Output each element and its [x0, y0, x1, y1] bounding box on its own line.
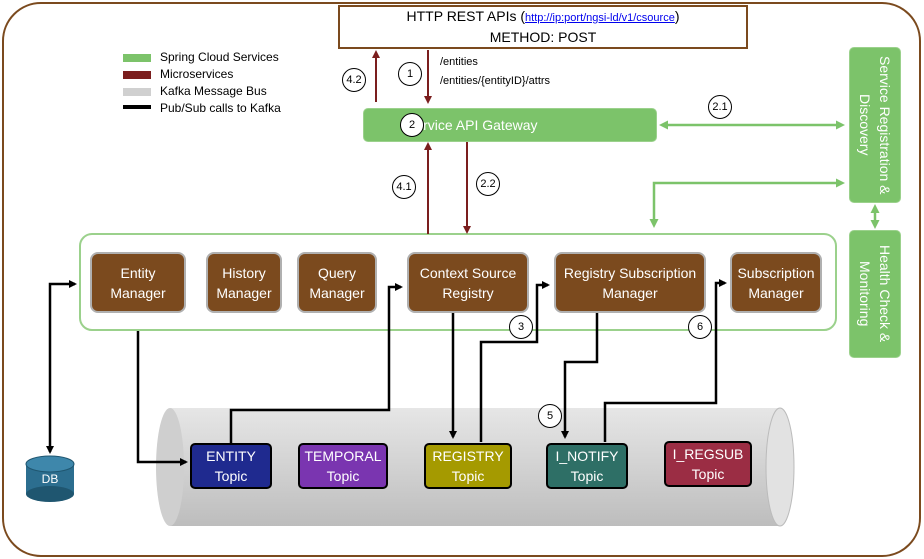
arrow-registry-sub-discovery	[649, 178, 845, 228]
entity-topic-line2: Topic	[214, 468, 248, 484]
endpoint-entity-attrs: /entities/{entityID}/attrs	[440, 75, 551, 87]
step-6: 6	[688, 315, 712, 339]
temporal-topic: TEMPORAL Topic	[298, 443, 388, 489]
registry-topic: REGISTRY Topic	[424, 443, 512, 489]
registry-subscription-manager: Registry Subscription Manager	[554, 252, 706, 313]
history-manager: History Manager	[206, 252, 282, 313]
registry-subscription-manager-line1: Registry Subscription	[563, 264, 697, 281]
service-registration-label: Service Registration & Discovery	[857, 55, 893, 195]
entity-manager-line2: Manager	[110, 284, 166, 301]
i-regsub-topic-line2: Topic	[691, 466, 725, 482]
subscription-manager-line1: Subscription	[737, 264, 815, 281]
connector-registry-topic-to-regsub	[479, 281, 550, 442]
registry-topic-line1: REGISTRY	[432, 448, 504, 464]
api-title: HTTP REST APIs	[406, 8, 517, 24]
db-cylinder	[25, 455, 75, 502]
history-manager-line1: History	[222, 264, 266, 281]
legend-label-spring: Spring Cloud Services	[160, 50, 279, 64]
connector-db-to-microservices	[46, 280, 77, 454]
step-4-2: 4.2	[342, 68, 366, 92]
step-5: 5	[538, 404, 562, 428]
db-label: DB	[41, 472, 59, 486]
registry-topic-line2: Topic	[451, 468, 485, 484]
legend-swatch-kafka	[123, 88, 151, 96]
health-check-monitoring: Health Check & Monitoring	[849, 230, 901, 358]
api-method: METHOD: POST	[489, 29, 597, 45]
subscription-manager: Subscription Manager	[730, 252, 822, 313]
legend-swatch-microservices	[123, 71, 151, 79]
http-rest-apis-box: HTTP REST APIs (http://ip:port/ngsi-ld/v…	[338, 5, 748, 49]
step-3: 3	[509, 315, 533, 339]
api-paren-open: (	[520, 8, 526, 24]
step-2: 2	[400, 113, 424, 137]
api-paren-close: )	[674, 8, 680, 24]
legend-label-kafka: Kafka Message Bus	[160, 84, 267, 98]
gateway-label: Service API Gateway	[406, 117, 538, 133]
i-notify-topic: I_NOTIFY Topic	[546, 443, 628, 489]
temporal-topic-line2: Topic	[326, 468, 360, 484]
entity-manager-line1: Entity	[120, 264, 156, 281]
i-notify-topic-line2: Topic	[570, 468, 604, 484]
connector-entity-manager-to-entity-topic	[136, 331, 188, 466]
i-regsub-topic: I_REGSUB Topic	[664, 441, 752, 487]
legend-label-pubsub: Pub/Sub calls to Kafka	[160, 101, 281, 115]
legend-swatch-pubsub	[123, 105, 151, 109]
temporal-topic-line1: TEMPORAL	[304, 448, 382, 464]
i-notify-topic-line1: I_NOTIFY	[555, 448, 619, 464]
history-manager-line2: Manager	[216, 284, 272, 301]
context-source-registry: Context Source Registry	[407, 252, 529, 313]
context-source-registry-line2: Registry	[442, 284, 494, 301]
step-2-1: 2.1	[708, 95, 732, 119]
entity-manager: Entity Manager	[90, 252, 186, 313]
step-4-1: 4.1	[392, 175, 416, 199]
step-2-2: 2.2	[476, 172, 500, 196]
context-source-registry-line1: Context Source	[419, 264, 517, 281]
query-manager: Query Manager	[297, 252, 377, 313]
api-url-link[interactable]: http://ip:port/ngsi-ld/v1/csource	[525, 12, 675, 24]
registry-subscription-manager-line2: Manager	[602, 284, 658, 301]
entity-topic: ENTITY Topic	[190, 443, 272, 489]
api-title-line: HTTP REST APIs (http://ip:port/ngsi-ld/v…	[407, 7, 680, 28]
health-check-label: Health Check & Monitoring	[857, 245, 893, 343]
i-regsub-topic-line1: I_REGSUB	[672, 446, 744, 462]
connector-notify-topic-to-submgr	[603, 279, 727, 442]
connector-regsub-to-notify-topic	[561, 313, 599, 439]
step-1: 1	[398, 62, 422, 86]
connector-entity-topic-to-csr	[229, 283, 403, 443]
service-registration-discovery: Service Registration & Discovery	[849, 47, 901, 203]
subscription-manager-line2: Manager	[748, 284, 804, 301]
query-manager-line2: Manager	[309, 284, 365, 301]
entity-topic-line1: ENTITY	[206, 448, 256, 464]
query-manager-line1: Query	[317, 264, 357, 281]
legend-swatch-spring	[123, 54, 151, 62]
legend-label-microservices: Microservices	[160, 67, 234, 81]
endpoint-entities: /entities	[440, 56, 478, 68]
